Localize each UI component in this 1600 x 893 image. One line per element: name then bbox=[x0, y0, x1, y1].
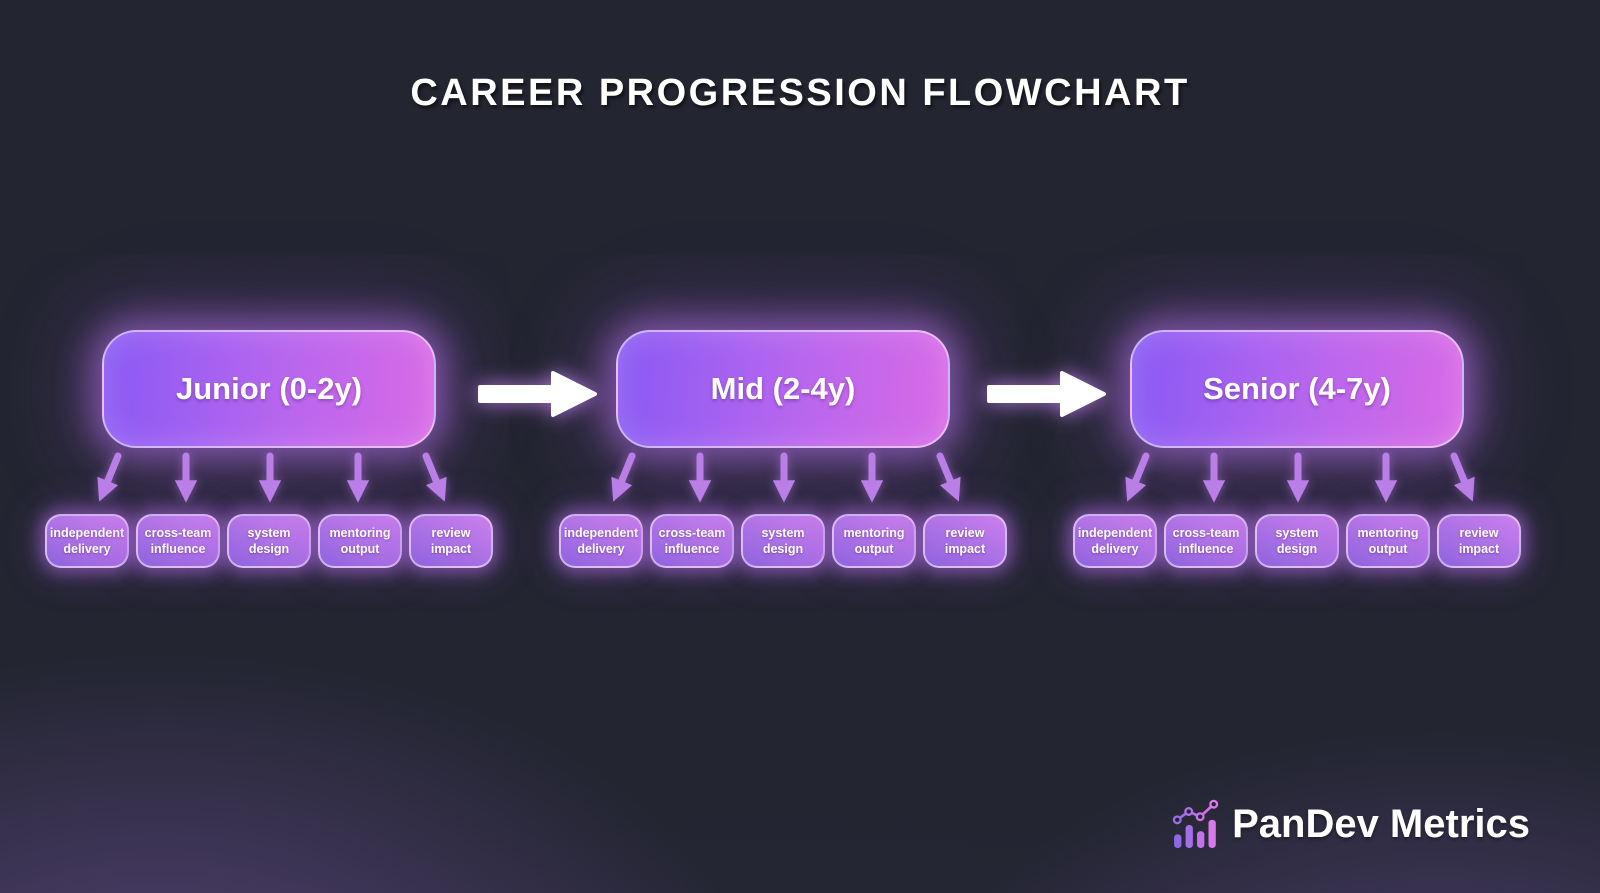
skill-box: independent delivery bbox=[45, 514, 129, 568]
skill-box: cross-team influence bbox=[1164, 514, 1248, 568]
brand-logo: PanDev Metrics bbox=[1172, 799, 1530, 849]
page-title: CAREER PROGRESSION FLOWCHART bbox=[410, 72, 1190, 114]
stage-column-junior: Junior (0-2y) independent bbox=[44, 330, 494, 568]
skill-label-line2: output bbox=[340, 542, 380, 556]
skill-label-line1: independent bbox=[49, 525, 125, 540]
skill-label-line2: delivery bbox=[63, 542, 111, 556]
skill-label-line2: impact bbox=[1458, 542, 1500, 556]
children-row-mid: independent delivery cross-team influenc… bbox=[558, 514, 1008, 568]
stage-column-mid: Mid (2-4y) independent delivery cross-te… bbox=[558, 330, 1008, 568]
skill-label-line1: system bbox=[1275, 525, 1319, 540]
stage-box-junior: Junior (0-2y) bbox=[102, 330, 436, 448]
skill-label-line2: influence bbox=[1178, 542, 1234, 556]
skill-label-line1: cross-team bbox=[1172, 525, 1240, 540]
skill-box: independent delivery bbox=[559, 514, 643, 568]
skill-box: review impact bbox=[409, 514, 493, 568]
skill-box: review impact bbox=[923, 514, 1007, 568]
skill-label-line2: output bbox=[854, 542, 894, 556]
children-row-senior: independent delivery cross-team influenc… bbox=[1072, 514, 1522, 568]
skill-label-line1: system bbox=[247, 525, 291, 540]
skill-label-line1: independent bbox=[1077, 525, 1153, 540]
skill-label-line1: review bbox=[1459, 525, 1499, 540]
skill-box: mentoring output bbox=[1346, 514, 1430, 568]
stage-label: Mid (2-4y) bbox=[710, 371, 856, 406]
skill-label-line2: influence bbox=[664, 542, 720, 556]
skill-label-line1: cross-team bbox=[144, 525, 212, 540]
skill-box: system design bbox=[1255, 514, 1339, 568]
skill-label-line2: influence bbox=[150, 542, 206, 556]
connector-arrows bbox=[97, 452, 447, 503]
skill-label-line2: delivery bbox=[577, 542, 625, 556]
skill-label-line1: cross-team bbox=[658, 525, 726, 540]
connector-arrows bbox=[611, 452, 961, 503]
skill-box: mentoring output bbox=[318, 514, 402, 568]
brand-name: PanDev Metrics bbox=[1232, 801, 1530, 846]
skill-label-line1: independent bbox=[563, 525, 639, 540]
flow-arrow-mid-to-senior bbox=[987, 371, 1106, 417]
skill-box: cross-team influence bbox=[136, 514, 220, 568]
skill-label-line2: delivery bbox=[1091, 542, 1139, 556]
skill-box: review impact bbox=[1437, 514, 1521, 568]
stage-label: Senior (4-7y) bbox=[1203, 371, 1391, 406]
stage-box-senior: Senior (4-7y) bbox=[1130, 330, 1464, 448]
skill-label-line1: review bbox=[431, 525, 471, 540]
skill-label-line2: design bbox=[762, 542, 804, 556]
skill-label-line1: mentoring bbox=[1357, 525, 1419, 540]
skill-box: system design bbox=[227, 514, 311, 568]
skill-label-line2: impact bbox=[430, 542, 472, 556]
connector-arrows bbox=[1125, 452, 1475, 503]
skill-label-line2: design bbox=[248, 542, 290, 556]
bar-line-chart-icon bbox=[1172, 799, 1219, 848]
children-row-junior: independent delivery cross-team influenc… bbox=[44, 514, 494, 568]
skill-label-line1: review bbox=[945, 525, 985, 540]
skill-label-line1: mentoring bbox=[329, 525, 391, 540]
stage-box-mid: Mid (2-4y) bbox=[616, 330, 950, 448]
flow-arrow-junior-to-mid bbox=[478, 371, 597, 417]
skill-label-line1: mentoring bbox=[843, 525, 905, 540]
skill-box: system design bbox=[741, 514, 825, 568]
skill-label-line1: system bbox=[761, 525, 805, 540]
skill-label-line2: design bbox=[1276, 542, 1318, 556]
skill-box: independent delivery bbox=[1073, 514, 1157, 568]
skill-box: cross-team influence bbox=[650, 514, 734, 568]
flowchart: Junior (0-2y) independent bbox=[44, 330, 1522, 568]
skill-box: mentoring output bbox=[832, 514, 916, 568]
skill-label-line2: impact bbox=[944, 542, 986, 556]
stage-column-senior: Senior (4-7y) independent delivery cross… bbox=[1072, 330, 1522, 568]
stage-label: Junior (0-2y) bbox=[175, 371, 363, 406]
skill-label-line2: output bbox=[1368, 542, 1408, 556]
